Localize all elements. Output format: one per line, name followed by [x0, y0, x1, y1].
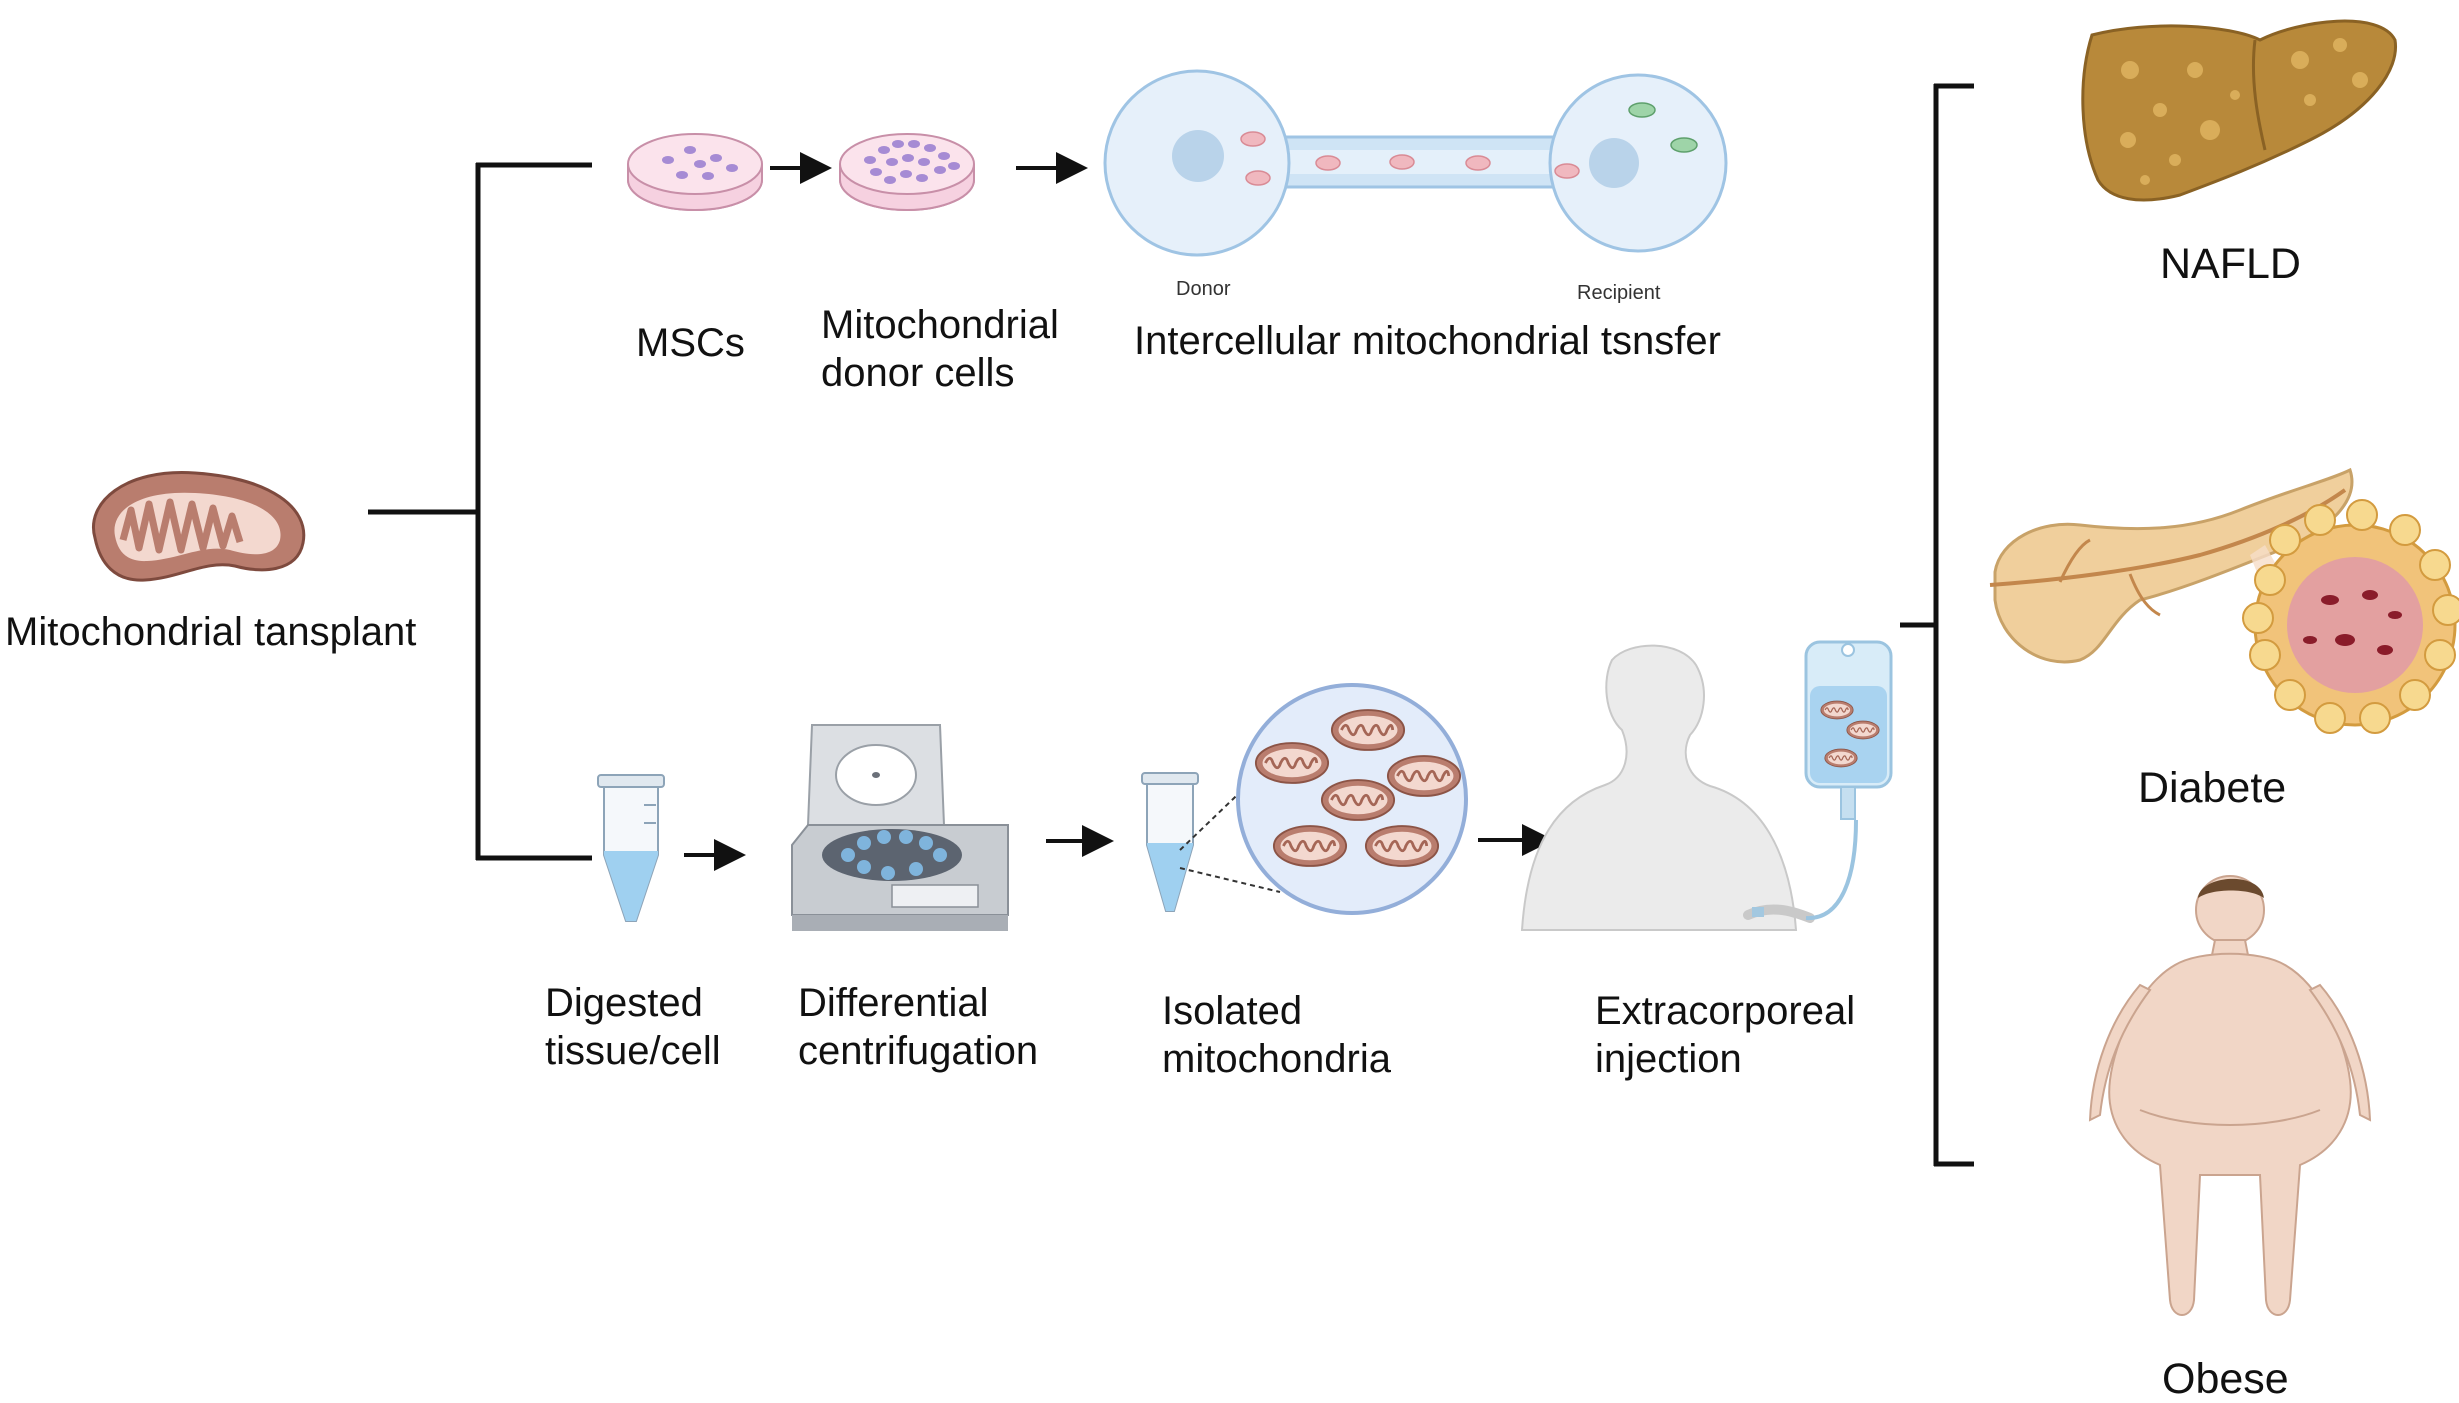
donor-cells-label: Mitochondrial donor cells	[821, 303, 1070, 395]
test-tube-icon	[597, 774, 665, 922]
obese-person-icon	[2088, 875, 2372, 1316]
nafld-label: NAFLD	[2160, 240, 2301, 288]
iv-injection-icon	[1520, 640, 1893, 931]
mitochondrion-icon	[92, 471, 306, 582]
outcomes-bracket	[1900, 83, 1974, 1167]
recipient-label: Recipient	[1577, 282, 1661, 304]
cell-transfer-icon: Donor Recipient	[1103, 69, 1728, 304]
bottom-branch: Digested tissue/cell Differential centri…	[545, 640, 1893, 1081]
tree-connectors	[368, 162, 592, 861]
fatty-liver-icon	[2081, 19, 2398, 202]
injection-label: Extracorporeal injection	[1595, 989, 1866, 1081]
diabete-label: Diabete	[2138, 764, 2286, 812]
centrifuge-icon	[791, 724, 1009, 931]
isolated-label: Isolated mitochondria	[1162, 989, 1392, 1081]
msc-label: MSCs	[636, 321, 745, 365]
root-label: Mitochondrial tansplant	[5, 610, 416, 654]
petri-dish-dense-icon	[839, 133, 975, 211]
digested-label: Digested tissue/cell	[545, 981, 721, 1073]
petri-dish-icon	[627, 133, 763, 211]
centrifugation-label: Differential centrifugation	[798, 981, 1038, 1073]
top-branch: Donor Recipient MSCs Mitochondrial donor…	[627, 69, 1728, 395]
transfer-label: Intercellular mitochondrial tsnsfer	[1134, 319, 1721, 363]
donor-label: Donor	[1176, 278, 1231, 300]
pancreas-icon	[1989, 467, 2459, 734]
isolated-mitochondria-icon	[1141, 683, 1468, 915]
obese-label: Obese	[2162, 1355, 2289, 1403]
root-node: Mitochondrial tansplant	[5, 471, 416, 654]
